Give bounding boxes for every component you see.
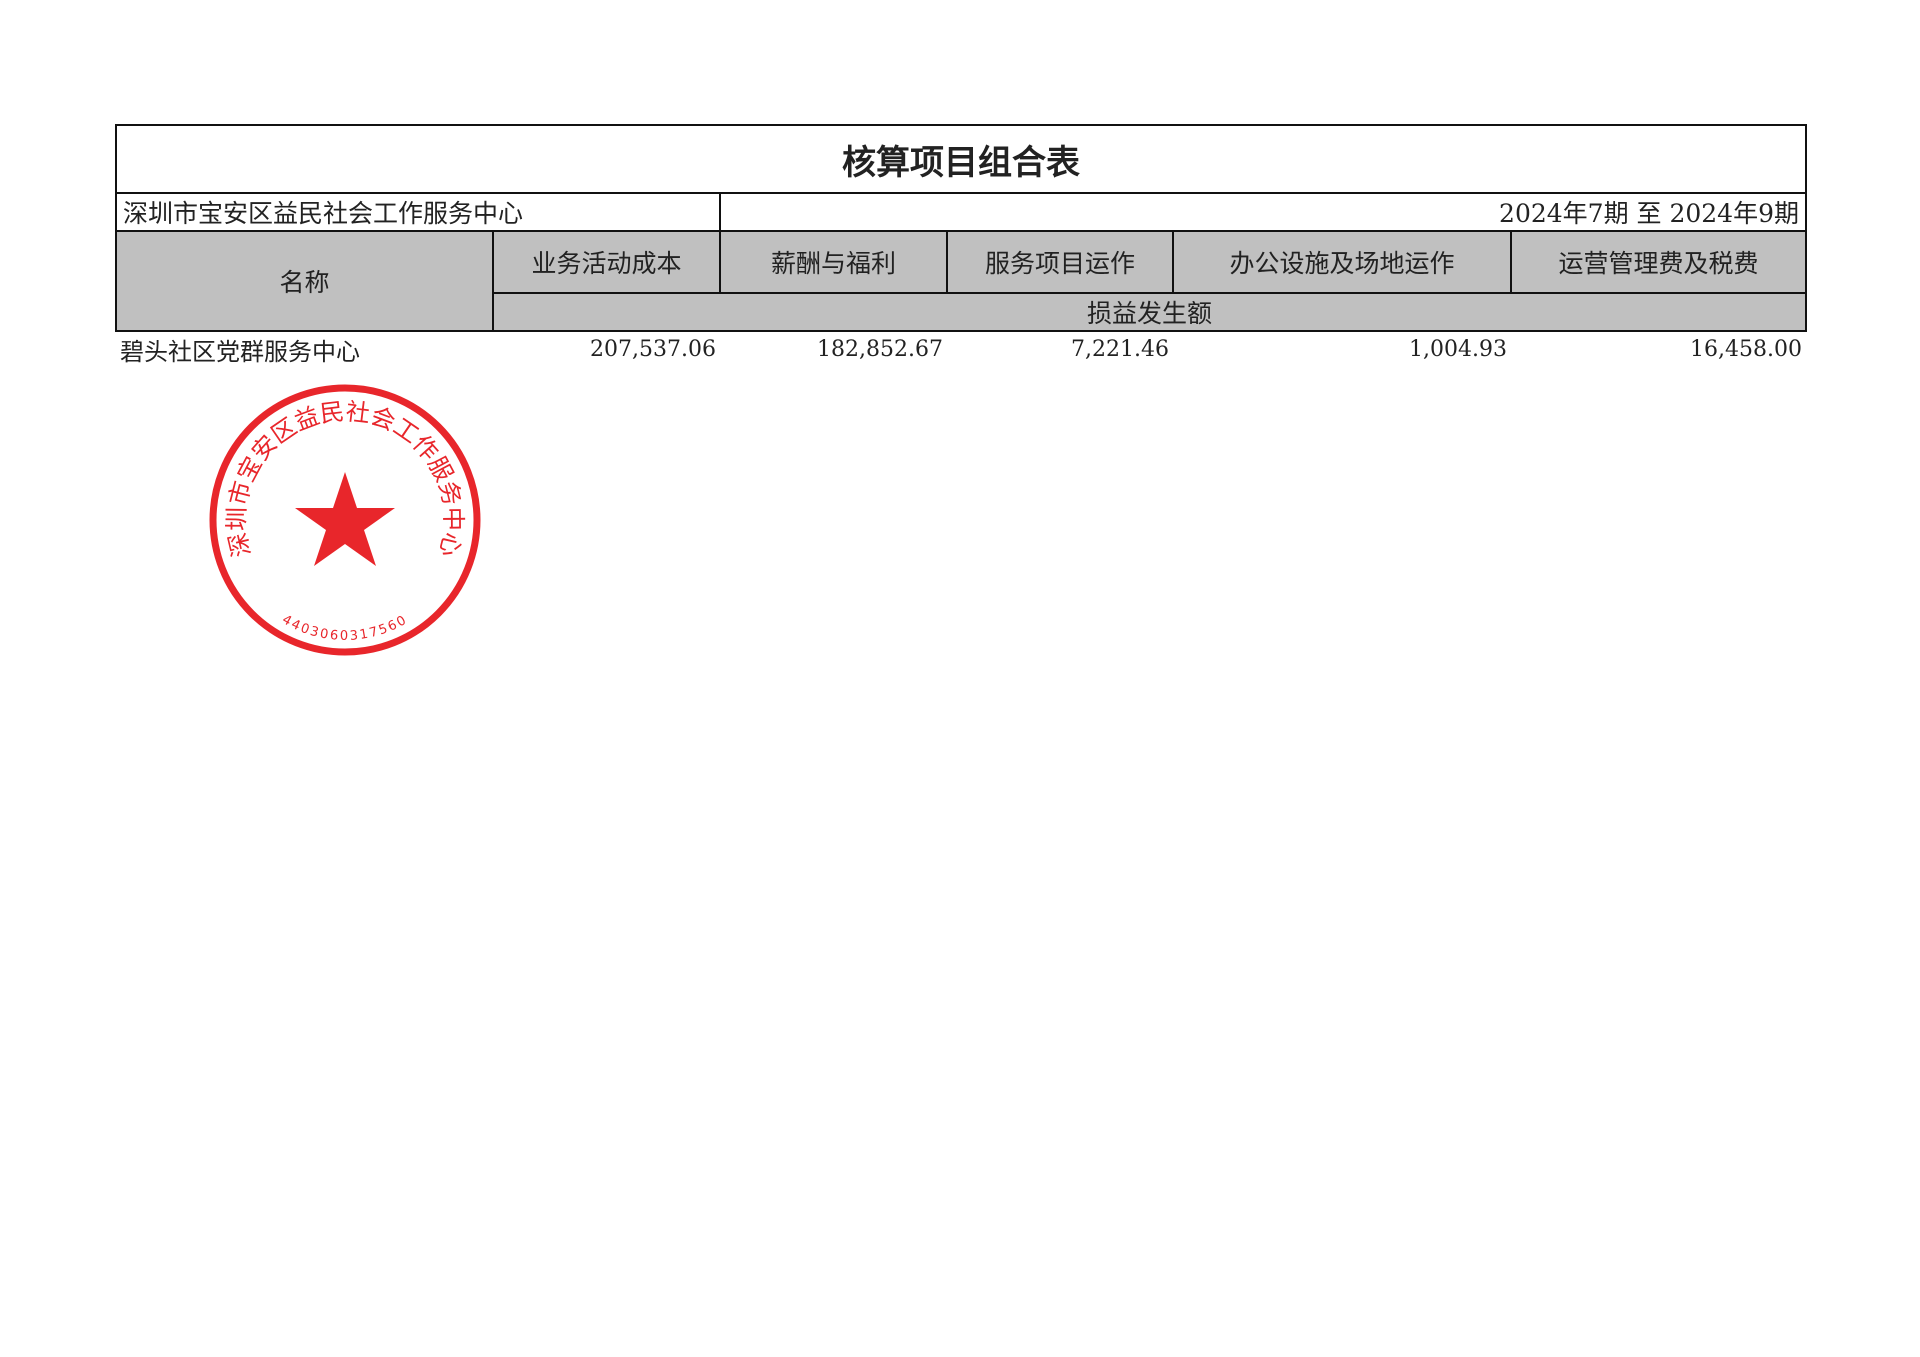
header-business-cost: 业务活动成本 — [492, 230, 721, 294]
seal-text: 深圳市宝安区益民社会工作服务中心 — [223, 397, 467, 559]
accounting-items-table: 核算项目组合表 深圳市宝安区益民社会工作服务中心 2024年7期 至 2024年… — [115, 124, 1807, 367]
row-value: 182,852.67 — [817, 337, 943, 362]
official-seal-stamp: 深圳市宝安区益民社会工作服务中心 4403060317560 — [209, 384, 481, 656]
period-range: 2024年7期 至 2024年9期 — [719, 192, 1807, 232]
seal-code: 4403060317560 — [279, 612, 410, 644]
table-row: 碧头社区党群服务中心 207,537.06 182,852.67 7,221.4… — [116, 331, 1806, 367]
row-value: 1,004.93 — [1409, 337, 1507, 362]
row-value: 7,221.46 — [1071, 337, 1169, 362]
header-operating-management: 运营管理费及税费 — [1510, 230, 1807, 294]
header-salary-benefits: 薪酬与福利 — [719, 230, 948, 294]
organization-name: 深圳市宝安区益民社会工作服务中心 — [115, 192, 721, 232]
row-value: 207,537.06 — [590, 337, 716, 362]
header-name: 名称 — [115, 230, 494, 332]
star-icon — [295, 472, 395, 566]
row-value: 16,458.00 — [1690, 337, 1802, 362]
row-name: 碧头社区党群服务中心 — [120, 338, 360, 366]
header-profit-loss: 损益发生额 — [492, 292, 1807, 332]
seal-ring — [209, 384, 481, 656]
header-office-facilities: 办公设施及场地运作 — [1172, 230, 1512, 294]
report-title: 核算项目组合表 — [115, 124, 1807, 194]
header-service-project: 服务项目运作 — [946, 230, 1174, 294]
